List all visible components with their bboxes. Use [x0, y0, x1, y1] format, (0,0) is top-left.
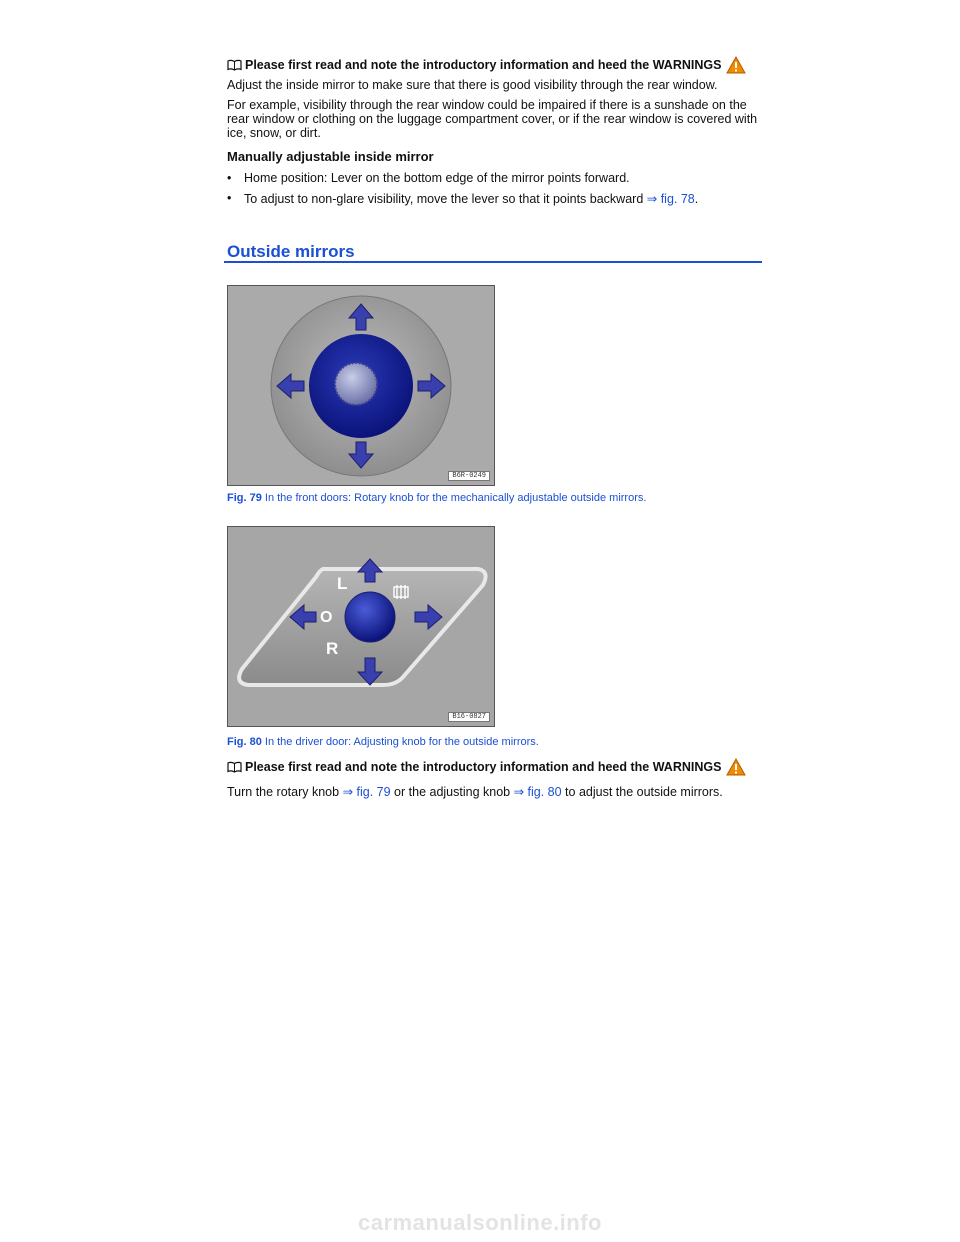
manual-mirror-heading: Manually adjustable inside mirror	[227, 149, 434, 164]
list-item: • To adjust to non-glare visibility, mov…	[227, 191, 698, 206]
arrow-left-icon	[276, 372, 305, 400]
final-text-post: to adjust the outside mirrors.	[561, 785, 723, 799]
right-mirror-label: R	[326, 639, 338, 658]
arrow-right-icon	[414, 603, 443, 631]
list-item-text: To adjust to non-glare visibility, move …	[244, 192, 647, 206]
watermark: carmanualsonline.info	[358, 1210, 602, 1235]
arrow-left-icon	[289, 603, 317, 631]
off-position-label: O	[320, 609, 332, 626]
bullet-dot: •	[227, 171, 232, 185]
notice-top-text: Please first read and note the introduct…	[245, 58, 722, 72]
caption-text: In the front doors: Rotary knob for the …	[261, 492, 647, 504]
fig-78-link[interactable]: ⇒ fig. 78	[646, 192, 695, 206]
final-text-mid: or the adjusting knob	[390, 785, 514, 799]
book-icon	[227, 761, 242, 773]
fig-80-link[interactable]: ⇒ fig. 80	[513, 785, 562, 799]
section-title: Outside mirrors	[227, 242, 355, 261]
notice-bottom-text: Please first read and note the introduct…	[245, 760, 722, 774]
list-item-tail: .	[694, 192, 699, 206]
left-mirror-label: L	[337, 574, 347, 593]
arrow-up-icon	[347, 303, 375, 331]
section-divider	[224, 261, 762, 263]
figure-code: B16-0827	[448, 712, 490, 722]
final-text-pre: Turn the rotary knob	[227, 785, 343, 799]
figure-80-image: L O R B16-0827	[227, 526, 495, 727]
figure-label: Fig. 79	[227, 492, 262, 504]
notice-top: Please first read and note the introduct…	[227, 56, 747, 74]
caption-text: In the driver door: Adjusting knob for t…	[261, 736, 539, 748]
rotary-knob-illustration	[228, 286, 494, 485]
warning-icon	[726, 56, 747, 74]
arrow-right-icon	[417, 372, 446, 400]
arrow-down-icon	[347, 441, 375, 469]
book-icon	[227, 59, 242, 71]
figure-label: Fig. 80	[227, 736, 262, 748]
notice-bottom: Please first read and note the introduct…	[227, 758, 747, 776]
figure-80-caption: Fig. 80 In the driver door: Adjusting kn…	[227, 736, 539, 748]
intro-paragraph-1: Adjust the inside mirror to make sure th…	[227, 78, 718, 92]
warning-icon	[726, 758, 747, 776]
figure-79-caption: Fig. 79 In the front doors: Rotary knob …	[227, 492, 646, 504]
adjusting-knob-illustration: L O R	[228, 527, 494, 726]
figure-79-image: B6R-0249	[227, 285, 495, 486]
mirror-heater-icon	[393, 585, 409, 599]
list-item-text: Home position: Lever on the bottom edge …	[244, 171, 630, 185]
arrow-down-icon	[356, 657, 384, 686]
fig-79-link[interactable]: ⇒ fig. 79	[342, 785, 391, 799]
list-item: • Home position: Lever on the bottom edg…	[227, 171, 630, 185]
bullet-dot: •	[227, 191, 232, 205]
final-instruction: Turn the rotary knob ⇒ fig. 79 or the ad…	[227, 785, 762, 799]
intro-paragraph-2: For example, visibility through the rear…	[227, 98, 758, 140]
figure-code: B6R-0249	[448, 471, 490, 481]
arrow-up-icon	[356, 558, 384, 583]
